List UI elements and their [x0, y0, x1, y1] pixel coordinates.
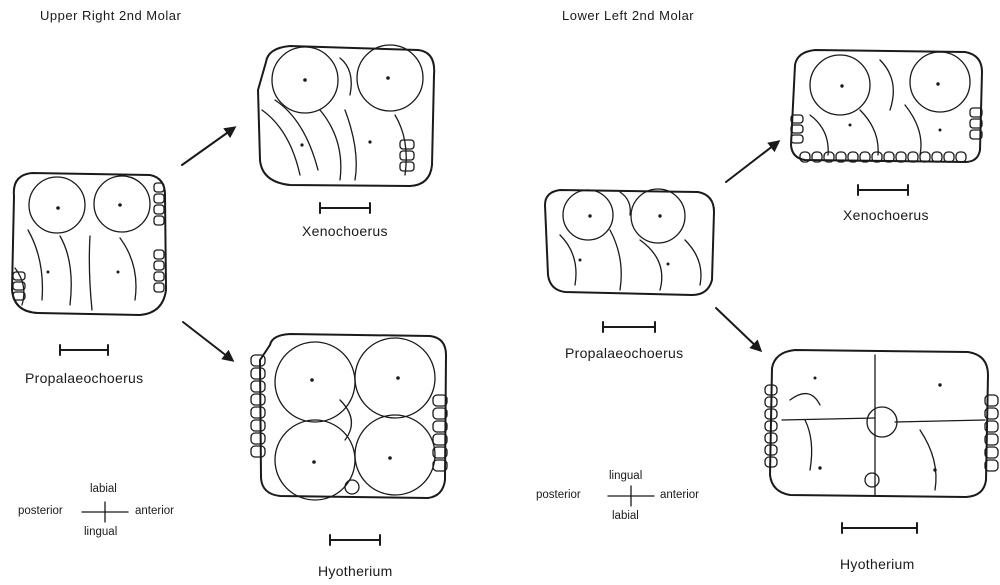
- lower-orientation-left: posterior: [536, 489, 581, 501]
- lower-orientation-top: lingual: [609, 470, 642, 482]
- upper-hyotherium-label: Hyotherium: [318, 563, 393, 579]
- lower-propalaeochoerus-tooth: [545, 189, 714, 295]
- upper-orientation-left: posterior: [18, 505, 63, 517]
- lower-hyotherium-tooth: [765, 350, 998, 497]
- upper-orientation-bottom: lingual: [84, 526, 117, 538]
- lower-arrow-to-xenochoerus: [726, 142, 778, 182]
- upper-arrow-to-xenochoerus: [182, 128, 234, 165]
- lower-xenochoerus-label: Xenochoerus: [843, 207, 929, 223]
- upper-xenochoerus-label: Xenochoerus: [302, 223, 388, 239]
- lower-xenochoerus-tooth: [791, 50, 982, 162]
- upper-arrow-to-hyotherium: [183, 322, 232, 360]
- lower-hyotherium-label: Hyotherium: [840, 556, 915, 572]
- upper-orientation-right: anterior: [135, 505, 174, 517]
- upper-xenochoerus-tooth: [258, 45, 434, 186]
- lower-orientation-bottom: labial: [612, 510, 639, 522]
- lower-orientation-right: anterior: [660, 489, 699, 501]
- upper-hyotherium-tooth: [251, 334, 447, 500]
- upper-propalaeochoerus-label: Propalaeochoerus: [25, 370, 143, 386]
- lower-arrow-to-hyotherium: [716, 308, 760, 350]
- lower-title: Lower Left 2nd Molar: [562, 8, 694, 23]
- lower-propalaeochoerus-label: Propalaeochoerus: [565, 345, 683, 361]
- upper-propalaeochoerus-tooth: [12, 173, 166, 315]
- upper-title: Upper Right 2nd Molar: [40, 8, 181, 23]
- upper-orientation-top: labial: [90, 483, 117, 495]
